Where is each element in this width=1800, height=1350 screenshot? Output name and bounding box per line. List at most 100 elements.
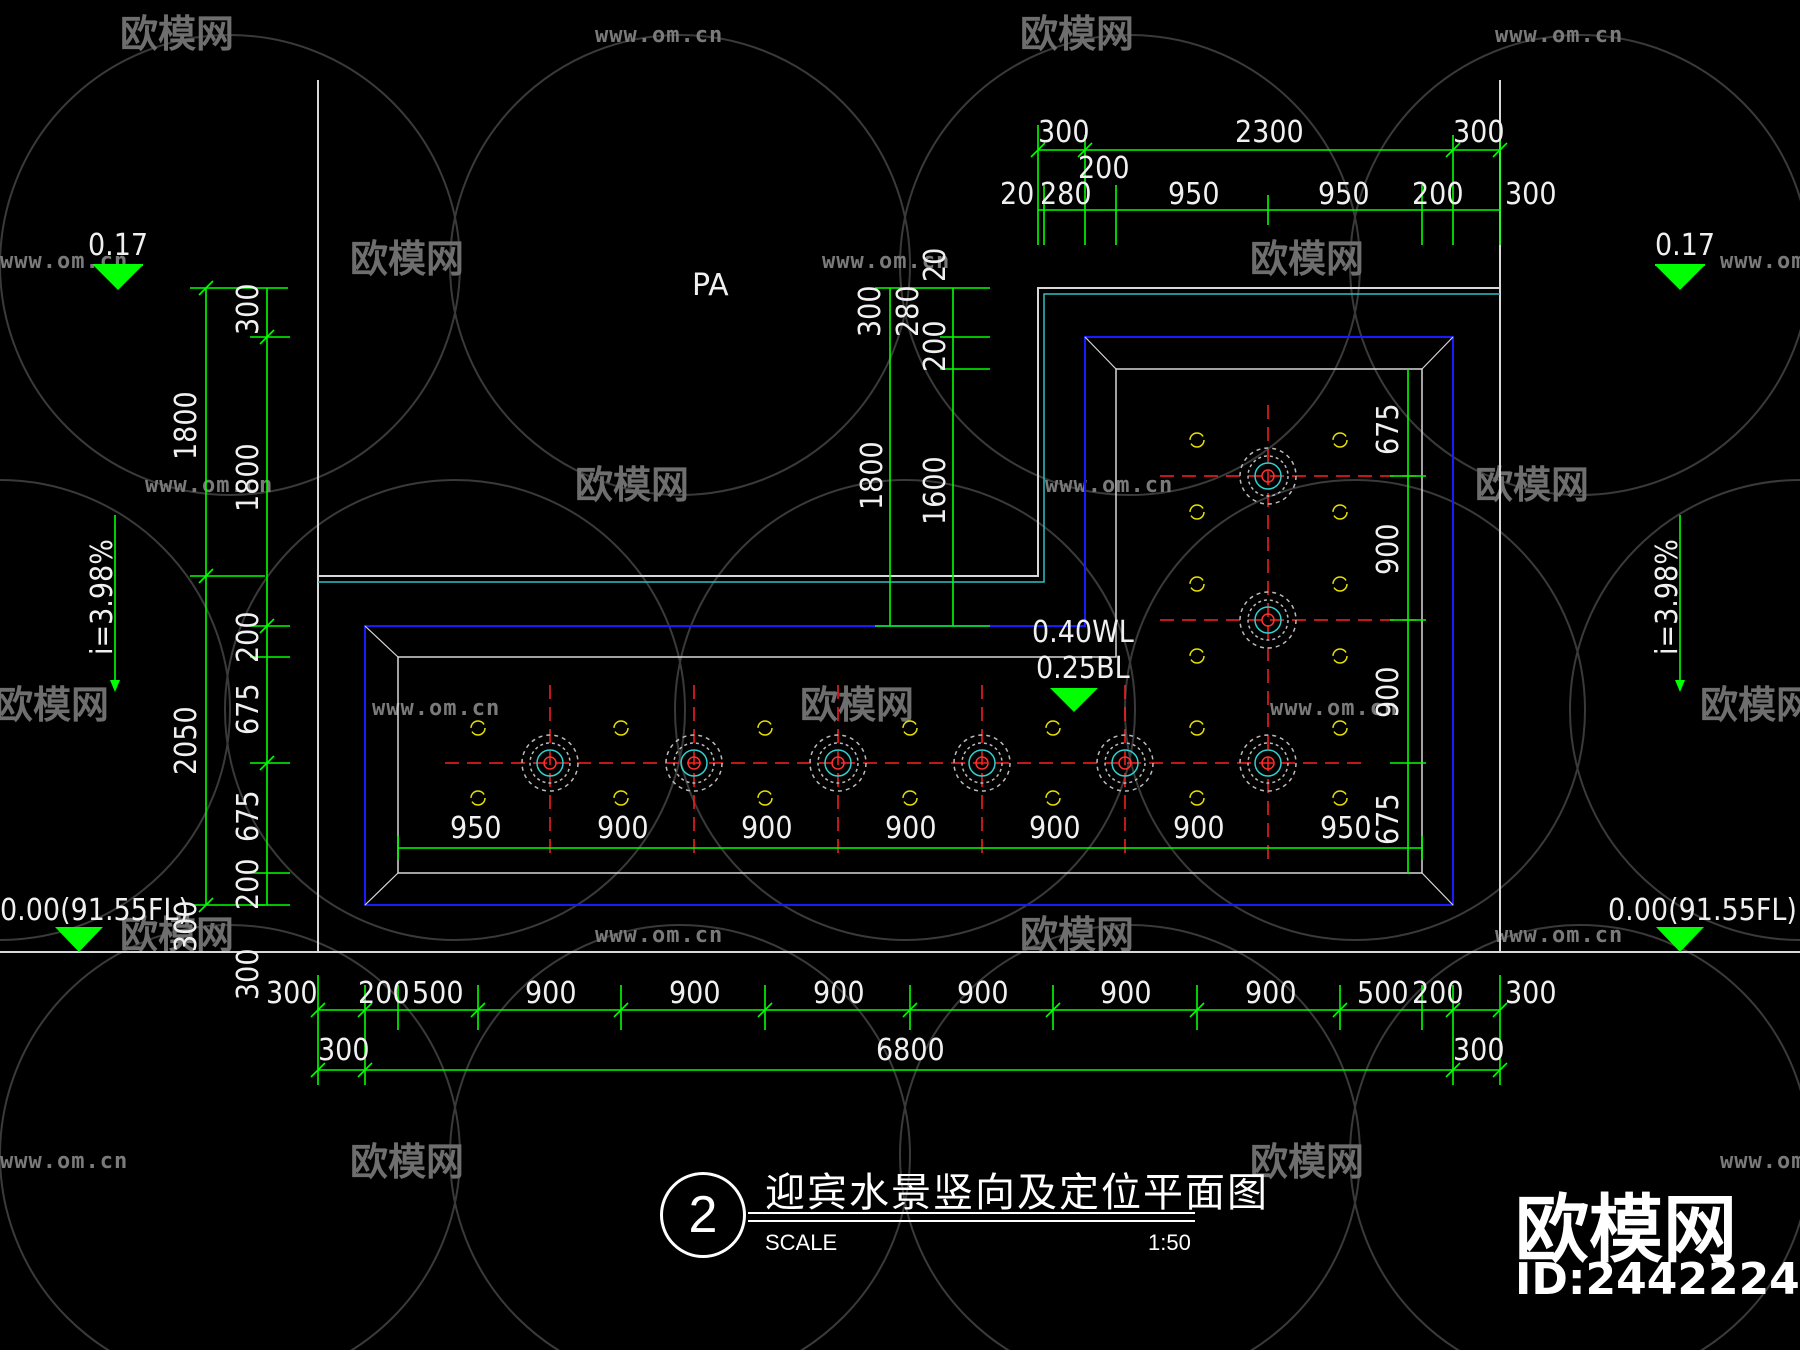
svg-text:300: 300: [1038, 115, 1090, 150]
pool-light: [1189, 504, 1205, 520]
svg-text:欧模网: 欧模网: [1250, 1140, 1364, 1184]
svg-text:300: 300: [169, 900, 204, 952]
pool-light: [1332, 432, 1348, 448]
svg-text:300: 300: [1505, 976, 1557, 1011]
svg-text:200: 200: [1078, 151, 1130, 186]
svg-text:950: 950: [1168, 177, 1220, 212]
svg-text:6800: 6800: [876, 1033, 945, 1068]
level-bottom-left: 0.00(91.55FL): [0, 893, 189, 928]
pool-outline: [364, 336, 1454, 906]
watermark-circles: [0, 34, 1800, 1350]
slope-right: i=3.98%: [1650, 539, 1685, 655]
fountain-nozzle: [809, 734, 867, 792]
pool-light: [1332, 790, 1348, 806]
pool-light: [613, 720, 629, 736]
svg-text:900: 900: [1245, 976, 1297, 1011]
svg-text:950: 950: [1318, 177, 1370, 212]
pool-light: [470, 790, 486, 806]
svg-text:900: 900: [525, 976, 577, 1011]
svg-text:200: 200: [358, 976, 410, 1011]
level-water: 0.40WL: [1032, 615, 1134, 650]
fountain-nozzles: [521, 447, 1297, 792]
level-marker-bottom-right: [1656, 927, 1704, 952]
dimension-text: 300 2300 300 200 20 280 950 950 200 300 …: [169, 115, 1557, 1068]
fountain-nozzle: [1239, 447, 1297, 505]
svg-text:900: 900: [1029, 811, 1081, 846]
pool-light: [1189, 720, 1205, 736]
slope-left: i=3.98%: [85, 539, 120, 655]
svg-text:500: 500: [412, 976, 464, 1011]
level-marker-top-right: [1655, 265, 1705, 290]
svg-text:www.om.cn: www.om.cn: [1720, 1149, 1800, 1174]
svg-text:900: 900: [741, 811, 793, 846]
svg-text:20: 20: [918, 248, 953, 282]
level-labels: 0.17 0.17 0.00(91.55FL) 0.00(91.55FL) 0.…: [0, 228, 1797, 928]
pool-light: [1045, 720, 1061, 736]
svg-text:2300: 2300: [1235, 115, 1304, 150]
svg-text:200: 200: [1412, 976, 1464, 1011]
pool-light: [1189, 648, 1205, 664]
svg-text:300: 300: [231, 283, 266, 335]
svg-text:200: 200: [231, 858, 266, 910]
svg-text:欧模网: 欧模网: [800, 683, 914, 727]
pool-light: [1045, 790, 1061, 806]
svg-text:900: 900: [885, 811, 937, 846]
watermark-logos: 欧模网 欧模网 欧模网 欧模网 欧模网 欧模网 欧模网 欧模网 欧模网 欧模网 …: [0, 12, 1800, 1184]
pool-light: [470, 720, 486, 736]
pool-lights: [470, 432, 1348, 806]
svg-text:675: 675: [1371, 793, 1406, 845]
area-label-pa: PA: [692, 268, 729, 303]
svg-text:欧模网: 欧模网: [350, 237, 464, 281]
svg-text:1800: 1800: [231, 443, 266, 512]
svg-text:300: 300: [231, 948, 266, 1000]
scale-value: 1:50: [1148, 1230, 1191, 1255]
title-underline: [748, 1212, 1195, 1222]
svg-text:950: 950: [1320, 811, 1372, 846]
pool-light: [757, 790, 773, 806]
level-marker-top-left: [93, 265, 143, 290]
svg-text:www.om.cn: www.om.cn: [595, 923, 723, 948]
level-marker-water: [1050, 688, 1098, 712]
svg-text:www.om.cn: www.om.cn: [1495, 23, 1623, 48]
svg-text:欧模网: 欧模网: [1250, 237, 1364, 281]
svg-text:欧模网: 欧模网: [120, 12, 234, 56]
svg-text:500: 500: [1357, 976, 1409, 1011]
svg-text:1800: 1800: [855, 441, 890, 510]
svg-text:900: 900: [1173, 811, 1225, 846]
svg-text:950: 950: [450, 811, 502, 846]
level-marker-bottom-left: [55, 927, 103, 952]
fountain-nozzle: [1096, 734, 1154, 792]
svg-text:www.om.cn: www.om.cn: [372, 696, 500, 721]
svg-text:欧模网: 欧模网: [1020, 913, 1134, 957]
svg-text:900: 900: [1100, 976, 1152, 1011]
svg-text:www.om.cn: www.om.cn: [1045, 473, 1173, 498]
svg-text:www.om.cn: www.om.cn: [1495, 923, 1623, 948]
pool-light: [1332, 504, 1348, 520]
svg-text:2050: 2050: [169, 706, 204, 775]
svg-text:675: 675: [231, 683, 266, 735]
fountain-nozzle: [1239, 734, 1297, 792]
brand-logo: 欧模网: [1515, 1187, 1737, 1273]
level-top-left: 0.17: [88, 228, 148, 263]
svg-text:欧模网: 欧模网: [1475, 463, 1589, 507]
slope-arrowheads: [110, 680, 1685, 692]
svg-text:900: 900: [1371, 523, 1406, 575]
fountain-nozzle: [1239, 591, 1297, 649]
svg-text:200: 200: [918, 320, 953, 372]
svg-text:1800: 1800: [169, 391, 204, 460]
svg-text:900: 900: [957, 976, 1009, 1011]
svg-text:300: 300: [318, 1033, 370, 1068]
svg-text:900: 900: [669, 976, 721, 1011]
pool-light: [1189, 790, 1205, 806]
svg-text:300: 300: [1453, 1033, 1505, 1068]
svg-text:300: 300: [1453, 115, 1505, 150]
svg-text:www.om.cn: www.om.cn: [145, 473, 273, 498]
fountain-nozzle: [521, 734, 579, 792]
svg-text:675: 675: [1371, 403, 1406, 455]
sheet-number-circle: 2: [660, 1172, 746, 1258]
svg-text:20: 20: [1000, 177, 1034, 212]
scale-label: SCALE: [765, 1230, 838, 1255]
svg-text:300: 300: [266, 976, 318, 1011]
pool-light: [613, 790, 629, 806]
svg-text:200: 200: [1412, 177, 1464, 212]
